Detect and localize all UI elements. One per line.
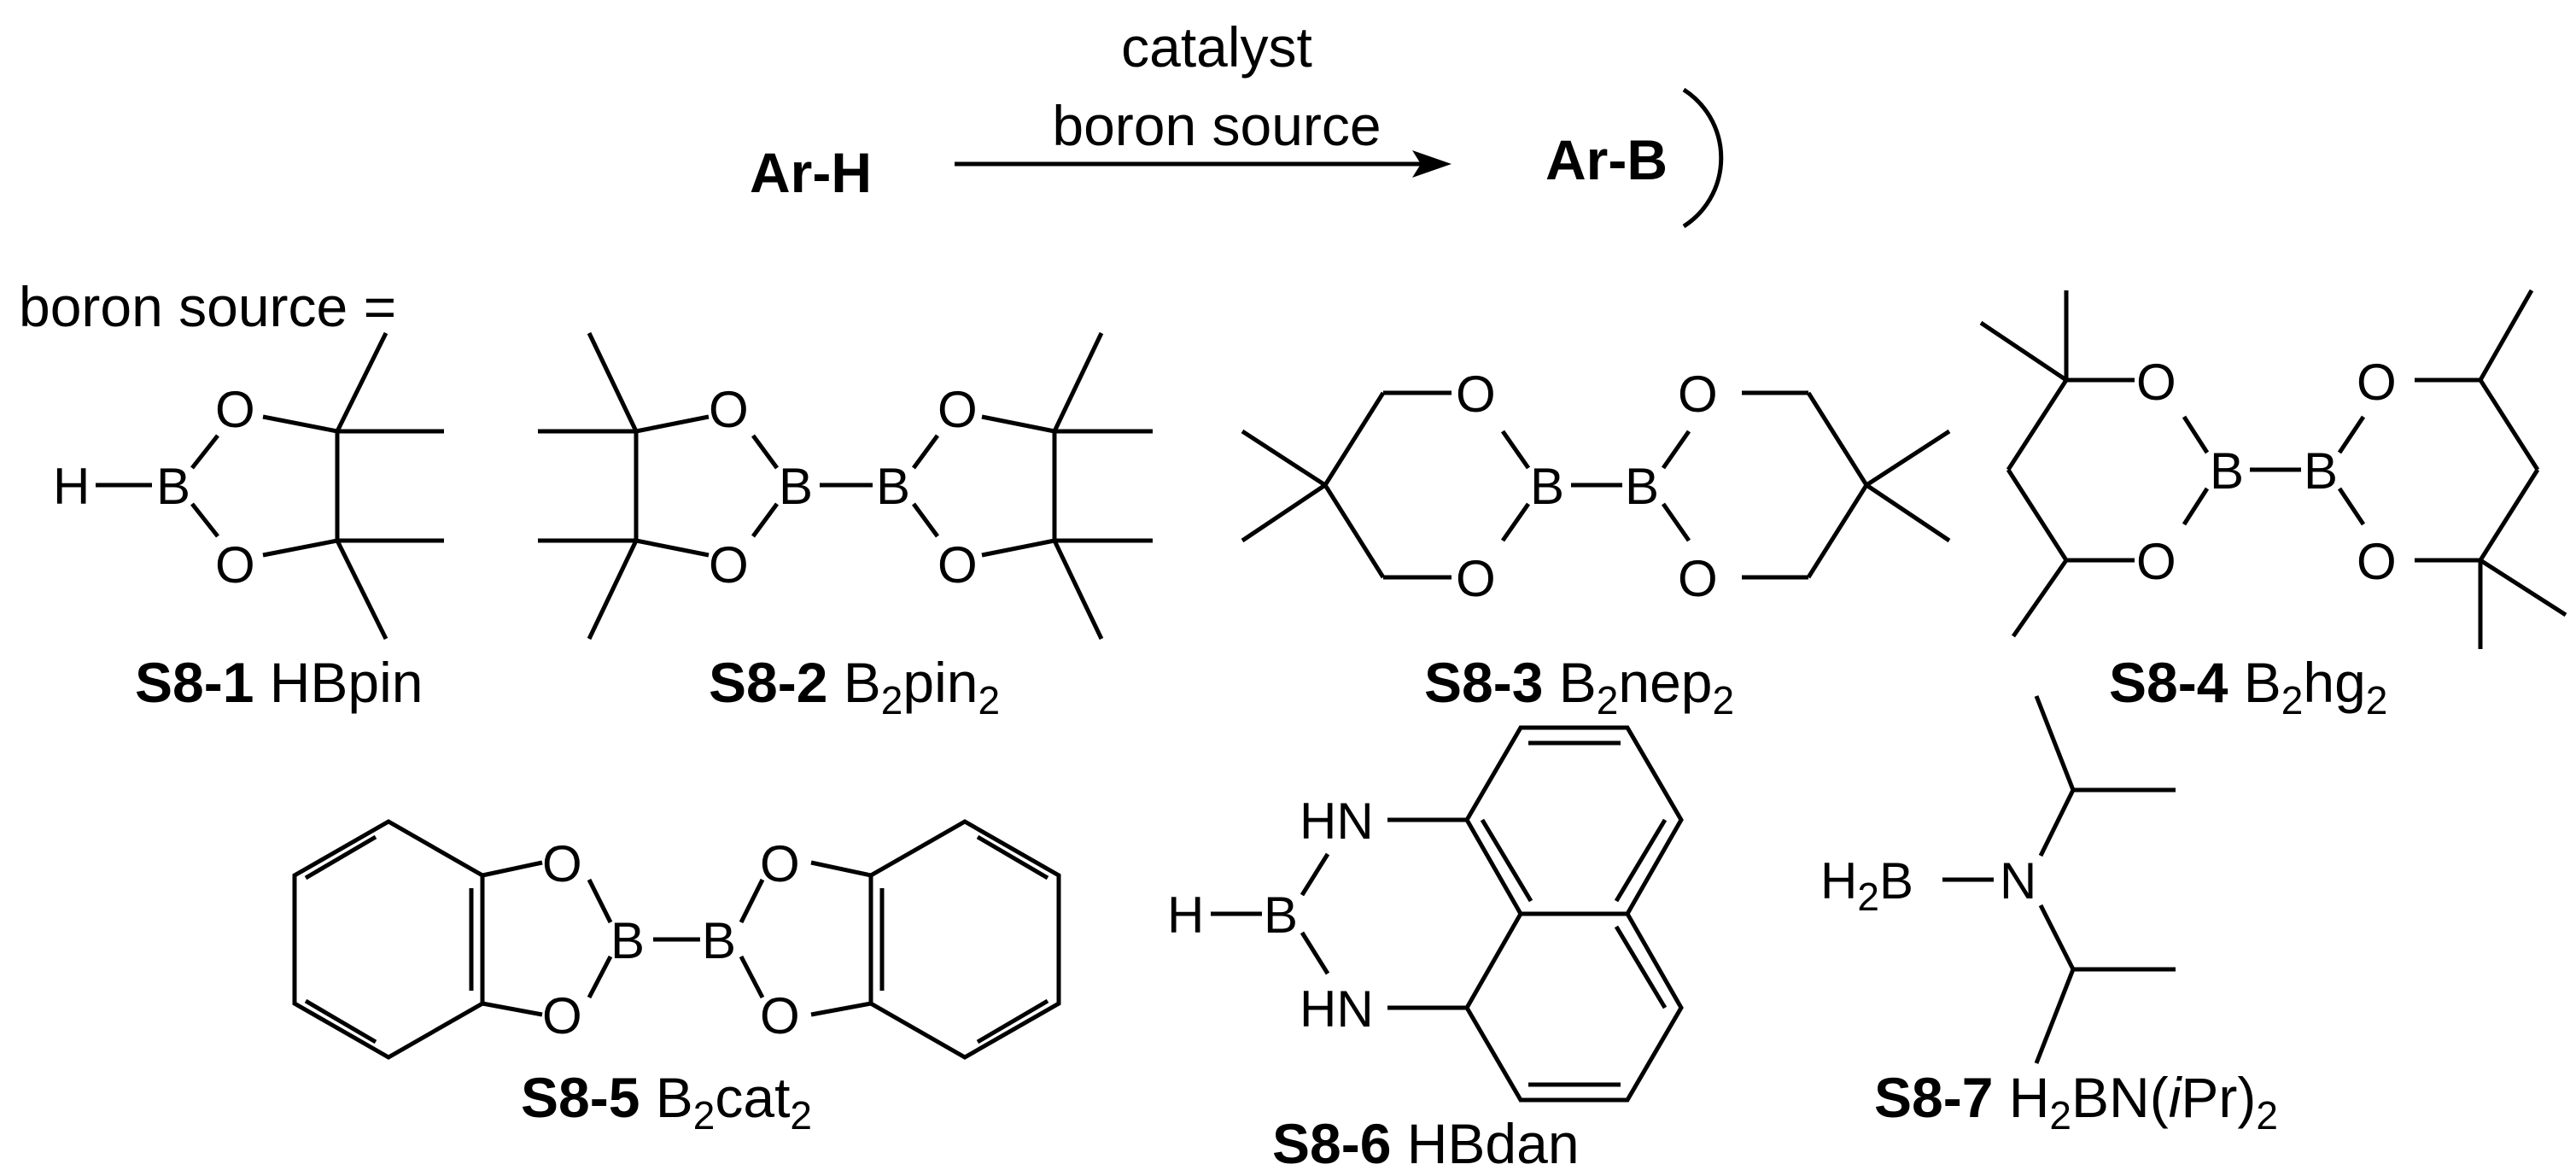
structure-s8-1: H B O O xyxy=(53,331,444,641)
compound-label-s8-4: S8-4 B2hg2 xyxy=(2109,651,2387,723)
compound-label-s8-7: S8-7 H2BN(iPr)2 xyxy=(1874,1066,2278,1138)
atom-b: B xyxy=(2304,442,2338,500)
reactant-ar-h: Ar-H xyxy=(750,141,872,204)
atom-o: O xyxy=(2136,354,2176,411)
atom-o: O xyxy=(2357,533,2397,590)
boronate-ring-arc xyxy=(1682,87,1724,229)
atom-o: O xyxy=(1456,550,1496,607)
compound-labels: S8-1 HBpin S8-2 B2pin2 S8-3 B2nep2 S8-4 B2h… xyxy=(135,651,2387,1175)
atom-nh: HN xyxy=(1300,793,1374,850)
atom-o: O xyxy=(542,835,582,892)
compound-label-s8-5: S8-5 B2cat2 xyxy=(521,1066,812,1138)
atom-o: O xyxy=(1678,366,1718,423)
atom-o: O xyxy=(938,381,978,438)
compound-label-s8-1: S8-1 HBpin xyxy=(135,651,423,714)
compound-label-s8-6: S8-6 HBdan xyxy=(1272,1112,1580,1175)
conditions-boron-source: boron source xyxy=(1052,94,1381,157)
atom-b: B xyxy=(876,458,910,515)
atom-o: O xyxy=(760,987,800,1044)
compound-label-s8-3: S8-3 B2nep2 xyxy=(1424,651,1734,723)
structure-s8-3: B B O O O O xyxy=(1241,366,1951,607)
atom-o: O xyxy=(938,536,978,594)
atom-o: O xyxy=(215,381,255,438)
atom-o: O xyxy=(2357,354,2397,411)
conditions-catalyst: catalyst xyxy=(1121,15,1312,79)
atom-nh: HN xyxy=(1300,980,1374,1038)
atom-h: H xyxy=(53,458,90,515)
structure-s8-4: B B O O O O xyxy=(1979,289,2567,649)
atom-h: H xyxy=(1167,886,1204,944)
atom-o: O xyxy=(1456,366,1496,423)
structure-s8-2: B B O O O O xyxy=(538,331,1153,641)
atom-o: O xyxy=(760,835,800,892)
atom-n: N xyxy=(2000,852,2036,910)
atom-b: B xyxy=(779,458,813,515)
atom-o: O xyxy=(709,381,749,438)
atom-b: B xyxy=(1625,458,1659,515)
atom-b: B xyxy=(1264,886,1298,944)
atom-b: B xyxy=(156,458,190,515)
compound-label-s8-2: S8-2 B2pin2 xyxy=(709,651,1000,723)
product-ar-b: Ar-B xyxy=(1545,128,1668,191)
atom-o: O xyxy=(709,536,749,594)
structure-s8-7: H2B N xyxy=(1820,695,2176,1064)
atom-o: O xyxy=(542,987,582,1044)
atom-o: O xyxy=(215,536,255,594)
atom-b: B xyxy=(702,912,736,969)
boron-source-label: boron source = xyxy=(19,275,396,338)
atom-o: O xyxy=(1678,550,1718,607)
atom-b: B xyxy=(2210,442,2244,500)
atom-h2b: H2B xyxy=(1820,852,1913,919)
atom-b: B xyxy=(1530,458,1564,515)
reaction-arrow xyxy=(955,150,1452,178)
atom-o: O xyxy=(2136,533,2176,590)
atom-b: B xyxy=(610,912,645,969)
structure-s8-5: B B O O O O xyxy=(292,819,1061,1060)
structure-s8-6: H B HN HN xyxy=(1167,725,1684,1103)
